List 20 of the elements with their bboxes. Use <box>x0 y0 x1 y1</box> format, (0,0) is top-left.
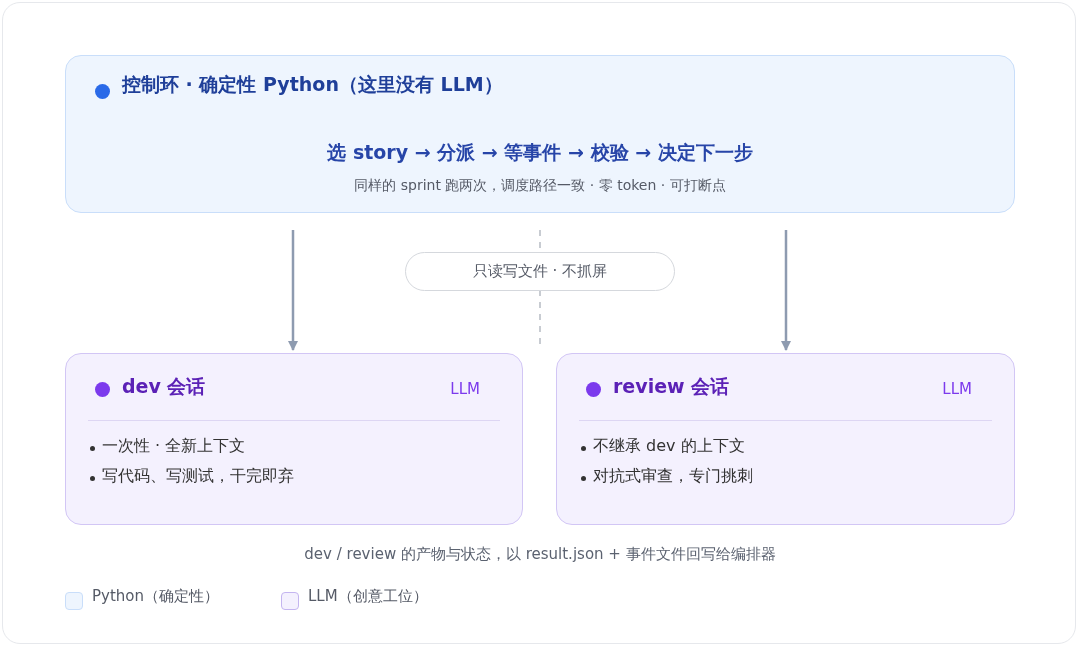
legend-text: LLM（创意工位） <box>308 587 428 606</box>
bullet-item: 写代码、写测试，干完即弃 <box>102 466 294 487</box>
session-box <box>65 353 523 525</box>
control-loop-box <box>65 55 1015 213</box>
heading: review 会话 <box>613 374 730 399</box>
flow-text: 选 story → 分派 → 等事件 → 校验 → 决定下一步 <box>326 140 754 165</box>
tag-text: LLM <box>942 380 972 398</box>
heading: 控制环 · 确定性 Python（这里没有 LLM） <box>122 72 503 97</box>
bullet-item: 对抗式审查，专门挑刺 <box>593 466 753 487</box>
arrow <box>288 230 298 351</box>
heading: dev 会话 <box>122 374 206 399</box>
bullet-item: 一次性 · 全新上下文 <box>102 436 246 457</box>
arrow <box>781 230 791 351</box>
bullet-item: 不继承 dev 的上下文 <box>593 436 745 457</box>
pill-label: 只读写文件 · 不抓屏 <box>405 252 675 291</box>
subtitle: 同样的 sprint 跑两次，调度路径一致 · 零 token · 可打断点 <box>353 177 727 195</box>
tag-text: LLM <box>450 380 480 398</box>
legend-text: Python（确定性） <box>92 587 219 606</box>
session-box <box>556 353 1015 525</box>
note: dev / review 的产物与状态，以 result.json + 事件文件回写给编排器 <box>303 545 777 564</box>
